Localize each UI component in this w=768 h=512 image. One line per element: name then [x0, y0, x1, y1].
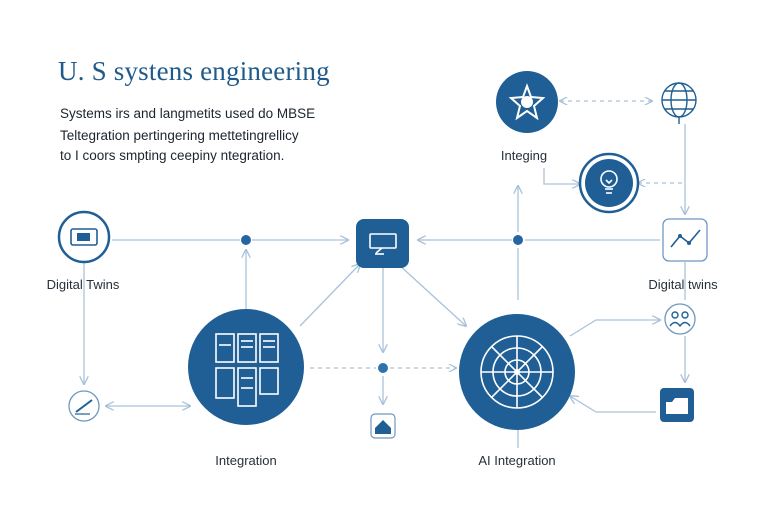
connector-folder-to-ai — [570, 396, 656, 413]
connector-monitor-to-ai — [397, 263, 466, 326]
label-ai-integration: AI Integration — [478, 453, 556, 468]
screen-icon[interactable] — [57, 210, 111, 264]
document-grid-icon[interactable] — [188, 309, 304, 425]
description-line-1: Systems irs and langmetits used do MBSE — [60, 106, 316, 121]
label-integing: Integing — [500, 148, 548, 163]
description-line-2: Teltegration pertingering mettetingrelli… — [60, 128, 299, 143]
lightbulb-icon[interactable] — [578, 152, 640, 214]
house-icon[interactable] — [370, 413, 396, 439]
star-gear-icon[interactable] — [496, 71, 558, 133]
junction-dot-right — [513, 235, 523, 245]
connector-integration-to-monitor — [299, 264, 360, 327]
page-title: U. S systens engineering — [58, 56, 330, 86]
connector-ai-to-people — [569, 320, 660, 337]
junction-dot-middle — [378, 363, 388, 373]
compass-web-icon[interactable] — [459, 314, 575, 430]
folder-icon[interactable] — [660, 388, 694, 422]
monitor-icon[interactable] — [356, 219, 409, 268]
label-integration: Integration — [215, 453, 277, 468]
junction-dot-left — [241, 235, 251, 245]
label-digital-twins-left: Digital Twins — [46, 277, 120, 292]
description-line-3: to I coors smpting ceepiny ntegration. — [60, 148, 285, 163]
chart-icon[interactable] — [662, 218, 708, 262]
connectors — [84, 101, 685, 448]
globe-icon — [661, 82, 697, 124]
pen-icon[interactable] — [68, 390, 100, 422]
people-icon[interactable] — [664, 303, 696, 335]
label-digital-twins-right: Digital twins — [648, 277, 718, 292]
connector-integing-to-bulb — [543, 168, 580, 184]
